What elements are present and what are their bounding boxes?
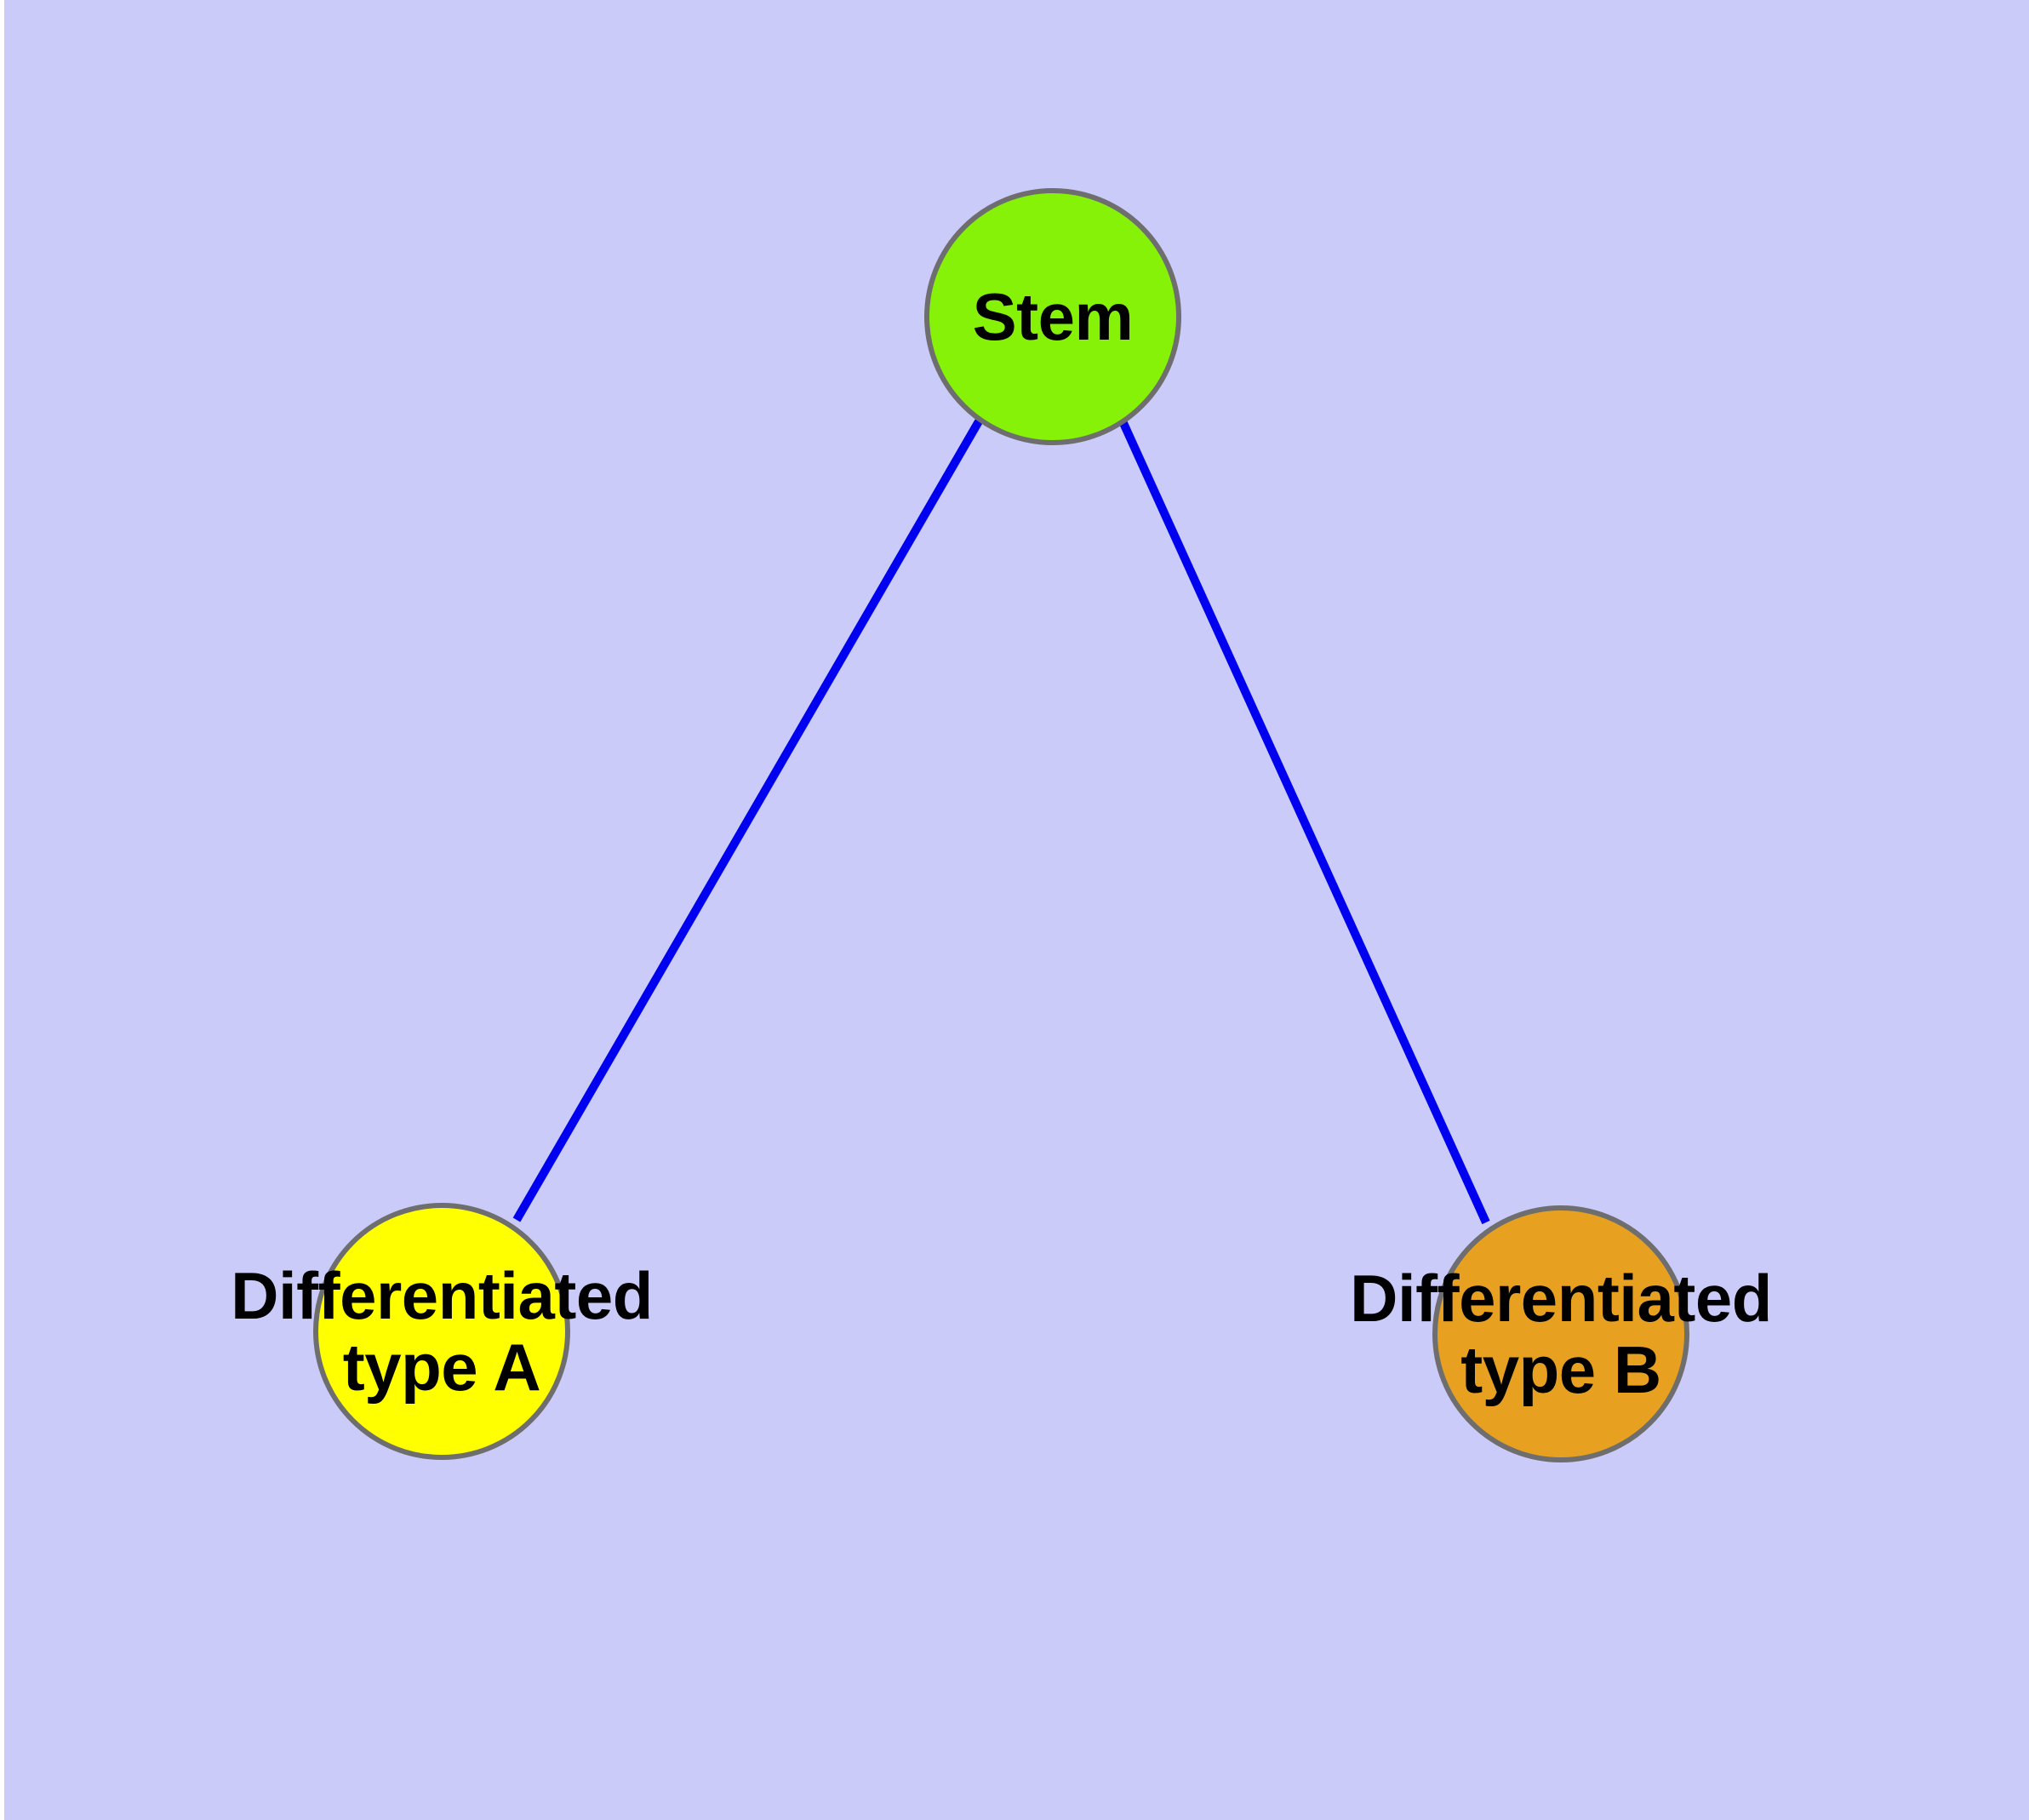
node-differentiated-type-b[interactable] <box>1432 1205 1689 1462</box>
edge-stem-to-differentiated-b <box>1119 421 1490 1225</box>
node-differentiated-type-a[interactable] <box>313 1203 570 1460</box>
node-stem[interactable] <box>924 188 1181 445</box>
edge-stem-to-differentiated-a <box>512 419 983 1222</box>
